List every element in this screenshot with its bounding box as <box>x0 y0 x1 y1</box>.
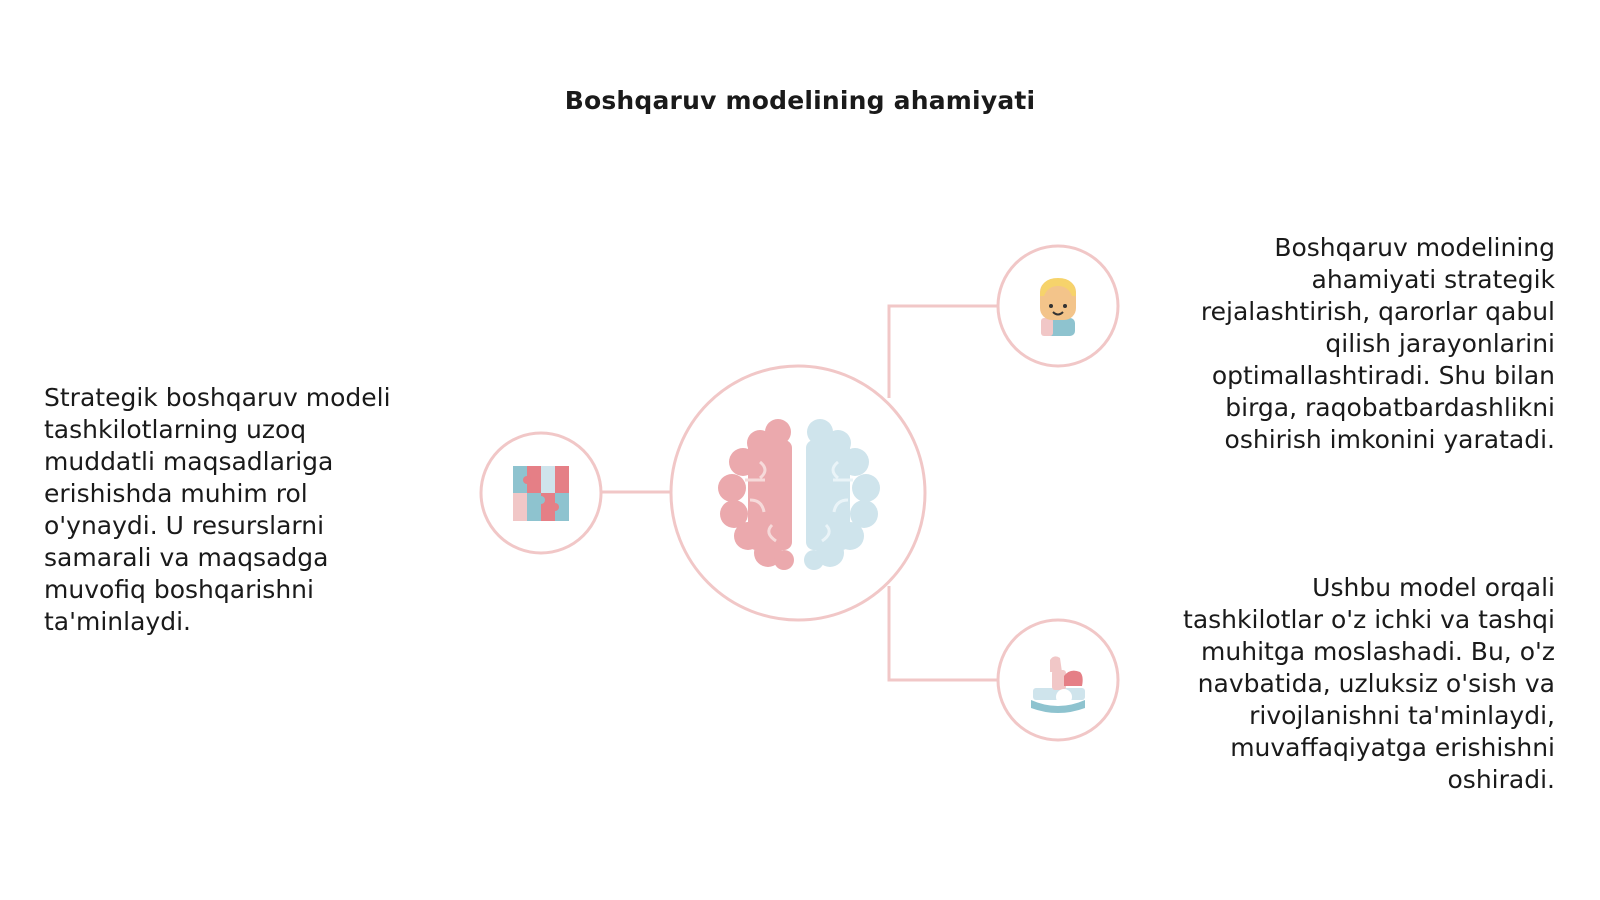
node-top-right <box>996 244 1120 368</box>
node-bottom-right <box>996 618 1120 742</box>
center-node <box>669 364 927 622</box>
node-top-right-text: Boshqaruv modelining ahamiyati strategik… <box>1200 233 1555 454</box>
brain-icon <box>718 419 880 570</box>
connector-top-right <box>887 304 997 398</box>
node-left <box>479 431 603 555</box>
node-left-text: Strategik boshqaruv modeli tashkilotlarn… <box>44 383 391 636</box>
connector-bottom-right <box>887 586 997 682</box>
node-bottom-right-text: Ushbu model orqali tashkilotlar o'z ichk… <box>1183 573 1555 794</box>
puzzle-icon <box>513 466 569 521</box>
page-title: Boshqaruv modelining ahamiyati <box>564 86 1036 115</box>
person-icon <box>1040 278 1076 336</box>
rocking-horse-icon <box>1031 656 1085 713</box>
connector-lines <box>601 304 997 682</box>
